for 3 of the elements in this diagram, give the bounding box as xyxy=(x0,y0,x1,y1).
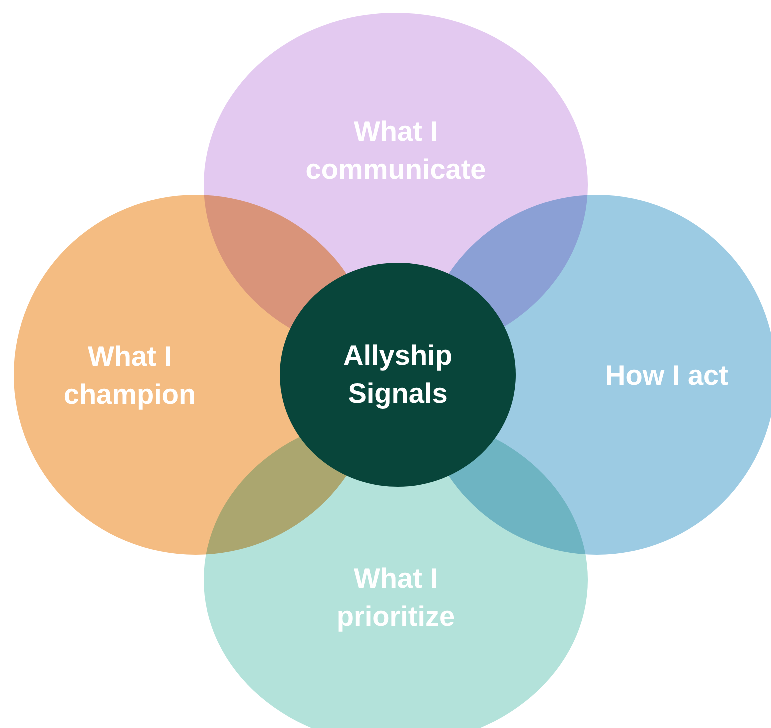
circle-label: What I prioritize xyxy=(306,560,486,636)
circle-label: What I champion xyxy=(35,338,225,414)
circle-label: How I act xyxy=(567,357,767,395)
